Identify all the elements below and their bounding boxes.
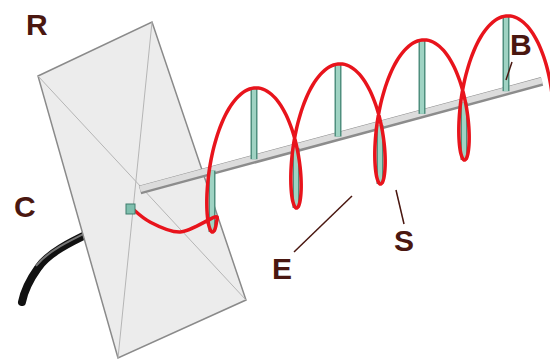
spacer-face <box>210 171 214 232</box>
spacer <box>335 64 342 137</box>
spacer-face <box>336 64 340 137</box>
leader-line <box>396 190 404 224</box>
spacer <box>419 40 426 114</box>
leader-line <box>506 62 512 80</box>
helix-conductor <box>134 16 550 232</box>
part-label: B <box>510 30 532 60</box>
part-label: E <box>272 254 292 284</box>
part-label: R <box>26 10 48 40</box>
spacer-face <box>420 40 424 114</box>
part-label: C <box>14 192 36 222</box>
spacer <box>251 88 258 159</box>
spacer-face <box>252 88 256 159</box>
part-label: S <box>394 226 414 256</box>
feed-connector <box>126 204 135 214</box>
helix-assembly <box>126 16 550 232</box>
leader-line <box>294 196 352 252</box>
